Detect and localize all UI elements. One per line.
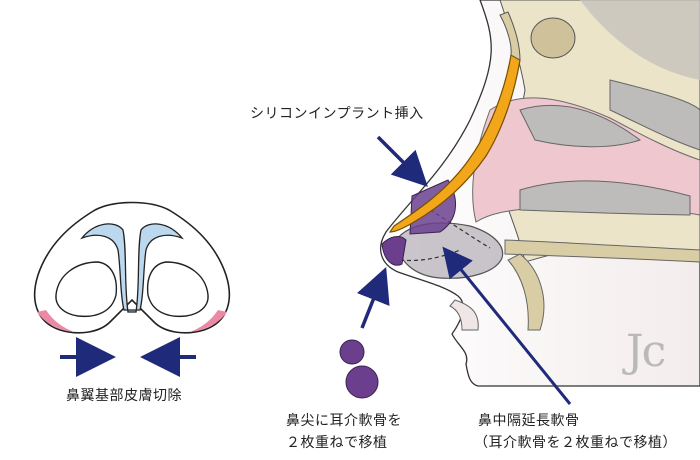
nose-base-view bbox=[33, 201, 231, 377]
middle-turbinate bbox=[519, 104, 642, 148]
orbit-shading bbox=[580, 0, 700, 80]
frontal-sinus bbox=[530, 17, 576, 59]
nose-base-outline bbox=[33, 201, 231, 334]
tip-graft-pointer bbox=[356, 266, 390, 329]
tip-cartilage-graft bbox=[381, 236, 407, 266]
left-alar-excision bbox=[37, 310, 74, 332]
right-nostril bbox=[146, 261, 209, 318]
sagittal-section bbox=[380, 0, 700, 387]
posterior-structure bbox=[609, 79, 700, 151]
septal-ext-label-2: （耳介軟骨を２枚重ねで移植） bbox=[474, 435, 677, 451]
inferior-turbinate bbox=[519, 180, 691, 216]
implant-label: シリコンインプラント挿入 bbox=[250, 106, 424, 122]
maxilla bbox=[507, 253, 545, 331]
jc-logo: Jc bbox=[626, 326, 666, 377]
septal-pointer bbox=[442, 246, 572, 405]
cartilage-disc-large bbox=[345, 365, 379, 399]
tip-graft-label-2: ２枚重ねで移植 bbox=[286, 435, 388, 451]
right-alar-excision bbox=[190, 310, 227, 332]
medial-crura bbox=[80, 223, 184, 313]
cartilage-disc-small bbox=[339, 339, 365, 365]
tip-graft-label-1: 鼻尖に耳介軟骨を bbox=[286, 413, 402, 429]
silicone-implant bbox=[388, 54, 521, 233]
implant-pointer bbox=[376, 135, 428, 187]
alar-base-label: 鼻翼基部皮膚切除 bbox=[66, 388, 182, 404]
nasal-bone bbox=[499, 11, 521, 61]
septal-ext-label-1: 鼻中隔延長軟骨 bbox=[478, 413, 580, 429]
septal-dashed-line-2 bbox=[429, 209, 491, 249]
upper-lip bbox=[449, 299, 479, 331]
hard-palate bbox=[504, 239, 700, 263]
left-nostril bbox=[55, 261, 118, 318]
